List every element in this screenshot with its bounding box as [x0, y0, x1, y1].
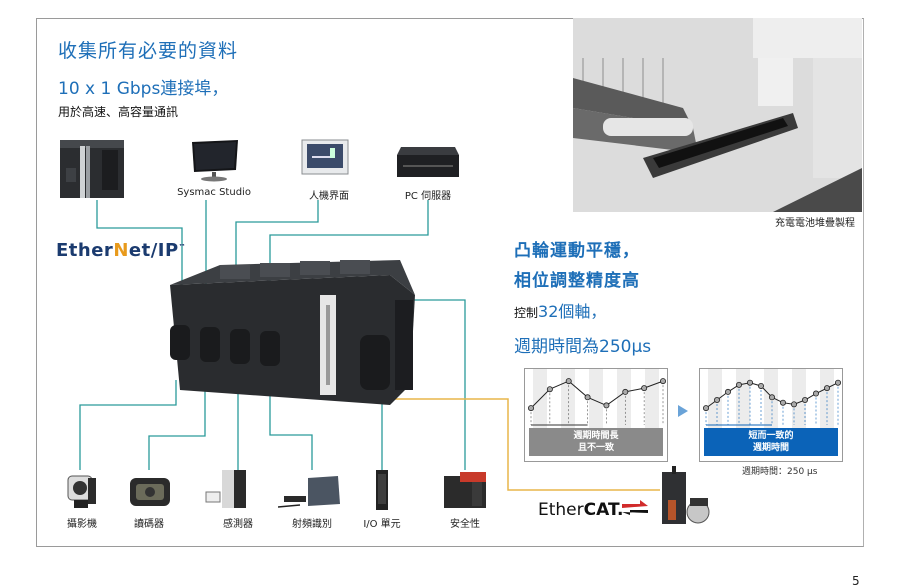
sensor-label: 感測器 — [223, 519, 253, 530]
before-banner: 週期時間長 且不一致 — [529, 428, 663, 456]
sensor-device — [204, 468, 248, 516]
data-point — [736, 381, 743, 388]
waveform-line — [530, 380, 664, 409]
before-waveform — [528, 369, 666, 431]
data-point — [769, 394, 776, 401]
axes-control-text: 控制32個軸， — [514, 302, 607, 321]
data-point — [724, 388, 731, 395]
data-point — [802, 396, 809, 403]
sensor-icon — [205, 470, 246, 508]
battery-stacking-photo — [573, 18, 862, 212]
line-reader — [148, 380, 206, 470]
data-point — [791, 401, 798, 408]
ethercat-arrows-icon — [622, 500, 648, 515]
cam-title-line1: 凸輪運動平穩， — [514, 241, 640, 261]
grid-band — [561, 369, 575, 431]
controller-icon — [60, 140, 124, 198]
machine-automation-controller — [160, 255, 420, 405]
page-number: 5 — [852, 574, 860, 588]
data-point — [641, 385, 648, 392]
after-panel: 短而一致的 週期時間 — [699, 368, 843, 462]
rfid-device — [277, 474, 342, 514]
grid-band — [820, 369, 834, 431]
cam-title-line2: 相位調整精度高 — [514, 271, 640, 291]
controller-rack-icon — [170, 260, 415, 405]
data-point — [584, 394, 591, 401]
camera-icon — [67, 475, 96, 508]
arrow-right-icon — [678, 405, 688, 417]
cycle-time-text: 週期時間為250μs — [514, 337, 652, 357]
data-point — [747, 379, 754, 386]
data-point — [622, 388, 629, 395]
grid-band — [736, 369, 750, 431]
rfid-icon — [277, 476, 340, 508]
data-point — [546, 386, 553, 393]
rfid-label: 射頻識別 — [292, 519, 332, 530]
monitor-icon — [192, 140, 238, 182]
code-reader-device — [128, 474, 172, 512]
data-point — [824, 385, 831, 392]
period-note: 週期時間：250 μs — [742, 467, 818, 477]
after-waveform — [703, 369, 841, 431]
data-point — [758, 382, 765, 389]
grid-band — [589, 369, 603, 431]
ports-heading: 10 x 1 Gbps連接埠， — [58, 79, 229, 99]
data-point — [834, 379, 841, 386]
grid-band — [645, 369, 659, 431]
hmi-touchscreen-icon — [301, 139, 349, 175]
servo-drive-icon — [662, 466, 710, 524]
main-heading: 收集所有必要的資料 — [58, 40, 239, 62]
grid-band — [533, 369, 547, 431]
data-point — [603, 402, 610, 409]
camera-label: 攝影機 — [67, 519, 97, 530]
io-unit-label: I/O 單元 — [363, 519, 401, 530]
ports-description: 用於高速、高容量通訊 — [58, 105, 179, 119]
after-banner: 短而一致的 週期時間 — [704, 428, 838, 456]
safety-device — [442, 470, 488, 514]
line-ethercat — [380, 398, 660, 491]
code-reader-icon — [130, 478, 170, 506]
io-unit-device — [372, 468, 392, 516]
sysmac-studio-label: Sysmac Studio — [177, 187, 251, 198]
line-controller — [96, 200, 183, 330]
io-unit-icon — [376, 470, 388, 510]
data-point — [565, 378, 572, 385]
servo-drive-device — [658, 466, 714, 530]
code-reader-label: 讀碼器 — [134, 519, 164, 530]
safety-controller-icon — [444, 472, 486, 508]
photo-caption: 充電電池堆疊製程 — [775, 218, 855, 229]
data-point — [713, 396, 720, 403]
cam-motion-heading: 凸輪運動平穩， 相位調整精度高 — [514, 236, 640, 296]
camera-device — [62, 470, 102, 514]
pc-server-icon — [397, 147, 459, 177]
sysmac-studio-device — [186, 138, 241, 183]
grid-band — [792, 369, 806, 431]
data-point — [528, 405, 534, 412]
hmi-label: 人機界面 — [309, 191, 349, 202]
pc-server-label: PC 伺服器 — [404, 191, 452, 202]
data-point — [780, 399, 787, 406]
ethernet-ip-logo: EtherNet/IP™ — [56, 240, 187, 261]
ethercat-logo: EtherCAT. — [538, 500, 624, 520]
line-rfid — [269, 380, 313, 470]
controller-device — [58, 138, 128, 200]
grid-band — [617, 369, 631, 431]
hmi-device — [300, 138, 350, 178]
before-panel: 週期時間長 且不一致 — [524, 368, 668, 462]
pc-server-device — [395, 143, 461, 183]
line-camera — [79, 380, 177, 470]
data-point — [703, 405, 709, 412]
battery-stacking-machine-image — [573, 18, 862, 212]
data-point — [659, 378, 666, 385]
safety-label: 安全性 — [450, 519, 480, 530]
data-point — [813, 390, 820, 397]
